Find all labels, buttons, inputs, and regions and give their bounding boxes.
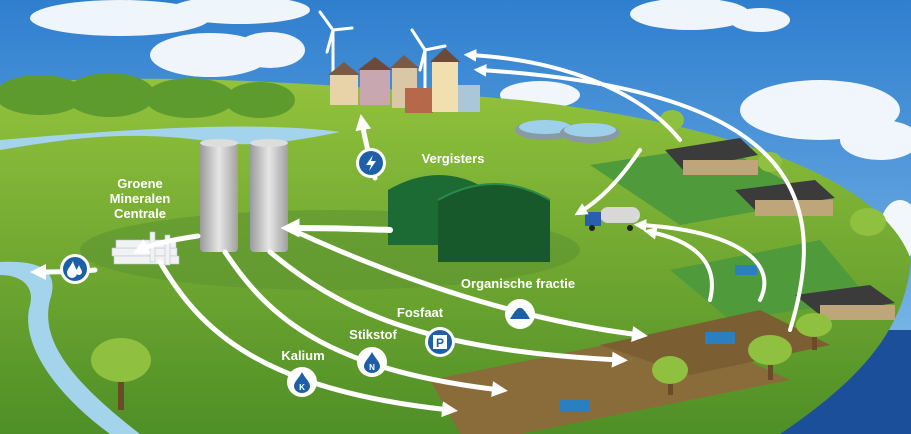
label-gmc-line1: Groene [117,176,163,191]
label-stikstof: Stikstof [349,327,397,342]
tractors [560,265,757,412]
label-gmc-line2: Mineralen [110,191,171,206]
wind-turbines [318,10,447,97]
lightning-icon [356,148,386,178]
water-drop-icon [60,254,90,284]
forest [0,73,295,118]
water-treatment [515,120,620,143]
potassium-letter: K [299,383,305,392]
barns [665,138,895,320]
label-kalium: Kalium [281,348,324,363]
label-fosfaat: Fosfaat [397,305,444,320]
label-vergisters: Vergisters [422,151,485,166]
digesters [388,175,551,262]
flow-arrows [29,48,806,418]
silos [200,139,288,252]
potassium-drop-icon: K [287,367,317,397]
river-lower [0,261,140,434]
label-gmc-line3: Centrale [114,206,166,221]
phosphate-letter: P [436,336,444,350]
label-organische-fractie: Organische fractie [461,276,575,291]
nitrogen-letter: N [369,363,375,372]
phosphate-icon: P [425,327,455,357]
nitrogen-drop-icon: N [357,347,387,377]
river [0,126,340,150]
village [328,48,480,113]
pile-icon [505,299,535,329]
tanker-truck [585,207,640,231]
